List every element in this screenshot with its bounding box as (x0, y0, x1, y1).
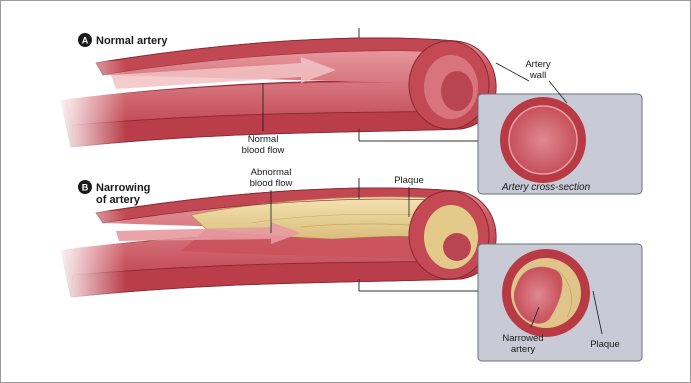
panel-a: A Normal artery Normal blood flow Artery… (56, 28, 642, 194)
normal-flow-label-line1: Normal (248, 134, 279, 145)
artery-wall-label-line1: Artery (525, 59, 551, 70)
narrowing-title-line2: of artery (96, 194, 141, 206)
artery-wall-label-line2: wall (529, 70, 546, 81)
normal-flow-label-line2: blood flow (242, 145, 285, 156)
abnormal-flow-label-line2: blood flow (250, 178, 293, 189)
abnormal-flow-label-line1: Abnormal (251, 167, 292, 178)
badge-a-letter: A (82, 36, 89, 46)
panel-b: B Narrowing of artery Abnormal blood flo… (56, 167, 642, 361)
artery-wall-pointer (496, 63, 529, 81)
narrowed-label-line2: artery (511, 344, 536, 355)
narrowed-label-line1: Narrowed (502, 333, 543, 344)
badge-b-letter: B (82, 183, 89, 193)
cross-section-caption: Artery cross-section (501, 182, 591, 193)
plaque-label: Plaque (394, 175, 424, 186)
normal-artery-title: Normal artery (96, 35, 168, 47)
inset-plaque-label: Plaque (590, 339, 620, 350)
narrowing-title-line1: Narrowing (96, 182, 150, 194)
